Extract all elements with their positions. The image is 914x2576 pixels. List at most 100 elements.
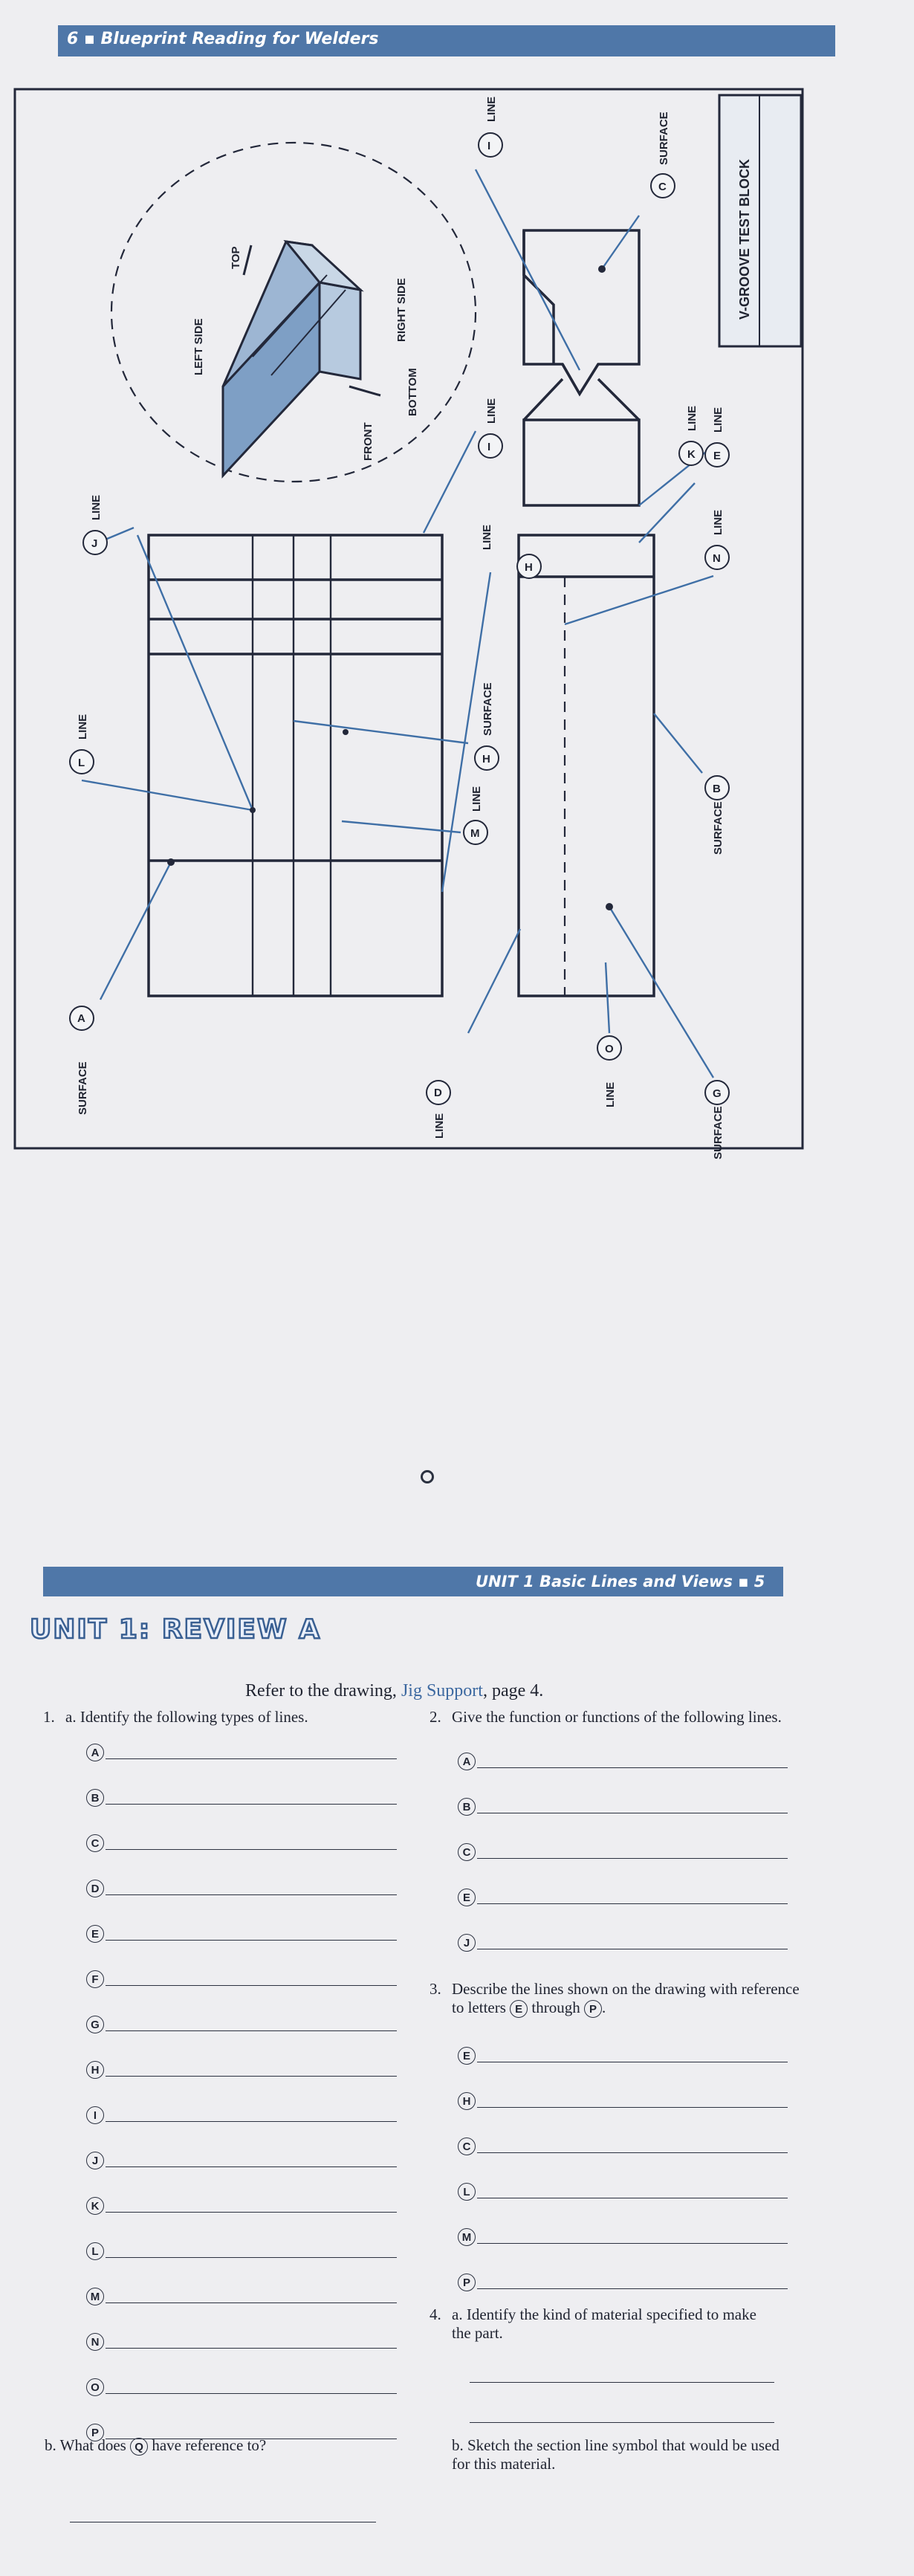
svg-text:D: D: [434, 1087, 442, 1099]
q1-letter-n: N: [86, 2333, 104, 2351]
callout-A: A SURFACE: [69, 1006, 94, 1115]
unit-band-text: UNIT 1 Basic Lines and Views ▪ 5: [476, 1573, 765, 1590]
svg-text:SURFACE: SURFACE: [658, 111, 670, 165]
q1-answer-row-i: I: [86, 2106, 397, 2124]
q1-answer-row-b: B: [86, 1789, 397, 1807]
q3-answer-line-h[interactable]: [477, 2106, 788, 2108]
q2-number: 2.: [430, 1708, 441, 1726]
q1-answer-line-c[interactable]: [106, 1848, 397, 1850]
q3-answer-line-m[interactable]: [477, 2242, 788, 2244]
svg-text:A: A: [77, 1012, 85, 1025]
svg-text:LINE: LINE: [712, 407, 725, 433]
q1-letter-e: E: [86, 1925, 104, 1943]
svg-text:I: I: [487, 441, 490, 453]
svg-text:SURFACE: SURFACE: [712, 801, 725, 855]
q3-answer-line-l[interactable]: [477, 2197, 788, 2198]
q2-letter-j: J: [458, 1934, 476, 1952]
q1-answer-line-e[interactable]: [106, 1939, 397, 1941]
q1-answer-line-f[interactable]: [106, 1984, 397, 1986]
q4-a-answer-line-1[interactable]: [470, 2381, 774, 2383]
q1-answer-line-l[interactable]: [106, 2256, 397, 2258]
q1-answer-row-p: P: [86, 2424, 397, 2441]
iso-label-bottom: BOTTOM: [406, 368, 419, 416]
q1-letter-g: G: [86, 2016, 104, 2033]
q3-answer-line-c[interactable]: [477, 2152, 788, 2153]
q1-letter-o: O: [86, 2378, 104, 2396]
q2-letter-c: C: [458, 1843, 476, 1861]
q2-answer-line-b[interactable]: [477, 1812, 788, 1813]
q3-letter-l: L: [458, 2183, 476, 2201]
svg-text:LINE: LINE: [77, 714, 89, 740]
q3-answer-row-p: P: [458, 2274, 788, 2291]
callout-M: M LINE: [463, 786, 488, 845]
q4-b-text: b. Sketch the section line symbol that w…: [452, 2436, 780, 2473]
q3-letter-m: M: [458, 2228, 476, 2246]
registration-mark: [421, 1470, 434, 1483]
callout-J: J LINE: [82, 495, 108, 555]
q1-answer-row-n: N: [86, 2333, 397, 2351]
q3-answer-row-c: C: [458, 2138, 788, 2155]
callout-N: N LINE: [704, 510, 730, 570]
q2-answer-line-e[interactable]: [477, 1903, 788, 1904]
svg-text:LINE: LINE: [604, 1082, 617, 1107]
svg-text:LINE: LINE: [485, 398, 498, 424]
q2-letter-e: E: [458, 1889, 476, 1906]
q2-answer-line-a[interactable]: [477, 1767, 788, 1768]
svg-text:LINE: LINE: [481, 525, 493, 550]
q1-answer-line-o[interactable]: [106, 2392, 397, 2394]
q4-a-answer-line-2[interactable]: [470, 2421, 774, 2423]
q1-answer-line-j[interactable]: [106, 2166, 397, 2167]
svg-text:G: G: [713, 1087, 722, 1100]
q3-answer-row-e: E: [458, 2047, 788, 2065]
q1-answer-line-d[interactable]: [106, 1894, 397, 1895]
q1-answer-line-k[interactable]: [106, 2211, 397, 2213]
q1-answer-row-a: A: [86, 1744, 397, 1761]
q2-text: Give the function or functions of the fo…: [452, 1708, 782, 1726]
q1-answer-line-m[interactable]: [106, 2302, 397, 2303]
callout-H-line: H LINE: [481, 525, 542, 579]
intro-text: Refer to the drawing, Jig Support, page …: [245, 1681, 544, 1700]
callout-K: K LINE: [678, 406, 704, 466]
q1-answer-row-c: C: [86, 1834, 397, 1852]
svg-text:SURFACE: SURFACE: [482, 682, 494, 736]
callout-I: I LINE: [478, 97, 503, 158]
q1-b-text: b. What does Q have reference to?: [45, 2436, 266, 2456]
q3-answer-line-e[interactable]: [477, 2061, 788, 2062]
hidden-line-view: [517, 534, 655, 997]
q1-answer-line-g[interactable]: [106, 2030, 397, 2031]
q1-answer-line-h[interactable]: [106, 2075, 397, 2077]
svg-text:E: E: [713, 450, 721, 462]
q1-letter-f: F: [86, 1970, 104, 1988]
q1-b-answer-line[interactable]: [70, 2521, 376, 2522]
q3-letter-e: E: [458, 2047, 476, 2065]
q1-answer-line-n[interactable]: [106, 2347, 397, 2349]
iso-label-front: FRONT: [362, 422, 375, 461]
isometric-part: [221, 239, 364, 479]
callout-i: I LINE: [478, 398, 503, 459]
unit-band: [43, 1567, 783, 1596]
q1-answer-line-a[interactable]: [106, 1758, 397, 1759]
svg-text:H: H: [525, 561, 533, 574]
q1-answer-row-j: J: [86, 2152, 397, 2169]
q1-answer-line-i[interactable]: [106, 2120, 397, 2122]
q2-answer-row-c: C: [458, 1843, 788, 1861]
iso-label-right-side: RIGHT SIDE: [395, 278, 408, 342]
svg-text:LINE: LINE: [712, 510, 725, 535]
q2-answer-line-j[interactable]: [477, 1948, 788, 1949]
q2-answer-line-c[interactable]: [477, 1857, 788, 1859]
q3-text: Describe the lines shown on the drawing …: [452, 1980, 801, 2019]
q3-answer-row-l: L: [458, 2183, 788, 2201]
q1-answer-line-p[interactable]: [106, 2438, 397, 2439]
svg-text:M: M: [470, 827, 480, 840]
svg-text:J: J: [91, 537, 97, 550]
q3-answer-line-p[interactable]: [477, 2288, 788, 2289]
q1-letter-j: J: [86, 2152, 104, 2169]
q1-letter-a: A: [86, 1744, 104, 1761]
q4-a-text: a. Identify the kind of material specifi…: [452, 2305, 756, 2342]
q1-answer-line-b[interactable]: [106, 1803, 397, 1805]
page-header-band: [58, 25, 835, 56]
q2-answer-row-b: B: [458, 1798, 788, 1816]
isometric-view-circle: [110, 141, 477, 483]
q1-answer-row-f: F: [86, 1970, 397, 1988]
q1-letter-p: P: [86, 2424, 104, 2441]
